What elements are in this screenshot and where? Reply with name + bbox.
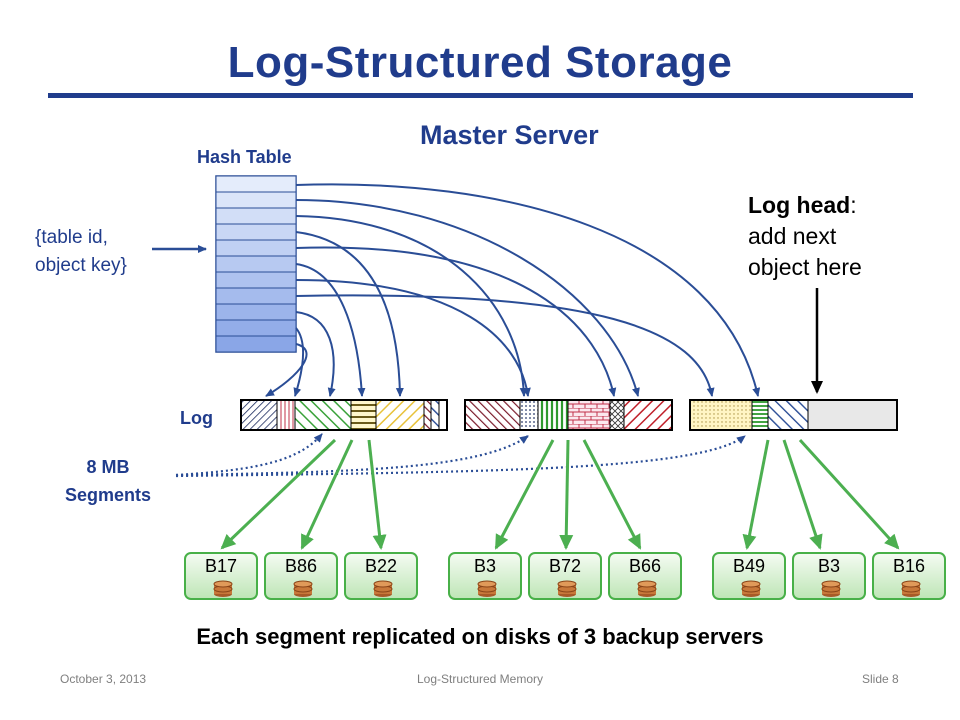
replication-arrows (220, 438, 900, 550)
master-server-label: Master Server (420, 120, 599, 150)
backup-server: B49 (712, 552, 786, 600)
backup-label: B49 (732, 556, 766, 576)
disk-icon (373, 580, 393, 597)
footer-slide-number: Slide 8 (862, 672, 899, 686)
disk-icon (213, 580, 233, 597)
disk-icon (821, 580, 841, 597)
backup-server: B72 (528, 552, 602, 600)
footer-title: Log-Structured Memory (416, 672, 544, 686)
backup-server: B3 (792, 552, 866, 600)
log-segment-3 (689, 399, 898, 431)
log-label: Log (180, 408, 213, 428)
segments-label: 8 MB Segments (50, 453, 166, 509)
replication-caption: Each segment replicated on disks of 3 ba… (196, 624, 764, 649)
key-label: {table id, object key} (35, 224, 127, 280)
backup-label: B3 (473, 556, 497, 576)
log-segment-2 (464, 399, 673, 431)
backup-label: B17 (204, 556, 238, 576)
backup-server: B66 (608, 552, 682, 600)
hash-pointers (265, 183, 761, 397)
backup-server: B86 (264, 552, 338, 600)
segment-pointers (175, 433, 746, 478)
key-label-line2: object key} (35, 255, 127, 276)
disk-icon (477, 580, 497, 597)
backup-server: B3 (448, 552, 522, 600)
slide-title: Log-Structured Storage (227, 38, 733, 87)
log-head-label: Log head: add next object here (748, 190, 862, 283)
backup-label: B3 (817, 556, 841, 576)
segments-line2: Segments (64, 485, 152, 505)
log-segment-1 (240, 399, 448, 431)
log-head-bold: Log head (748, 192, 851, 218)
key-label-line1: {table id, (35, 227, 108, 248)
backup-label: B86 (284, 556, 318, 576)
backup-label: B16 (892, 556, 926, 576)
backup-server: B22 (344, 552, 418, 600)
disk-icon (557, 580, 577, 597)
disk-icon (637, 580, 657, 597)
log-head-line3: object here (748, 254, 862, 280)
log-head-line2: add next (748, 223, 837, 249)
disk-icon (901, 580, 921, 597)
segments-line1: 8 MB (86, 457, 130, 477)
disk-icon (741, 580, 761, 597)
hash-table-label: Hash Table (197, 147, 292, 167)
backup-label: B72 (548, 556, 582, 576)
backup-server: B17 (184, 552, 258, 600)
backup-label: B22 (364, 556, 398, 576)
footer-date: October 3, 2013 (60, 672, 147, 686)
backup-label: B66 (628, 556, 662, 576)
disk-icon (293, 580, 313, 597)
log-head-colon: : (850, 192, 857, 218)
hash-table (215, 175, 297, 353)
title-underline (48, 93, 913, 98)
backup-server: B16 (872, 552, 946, 600)
